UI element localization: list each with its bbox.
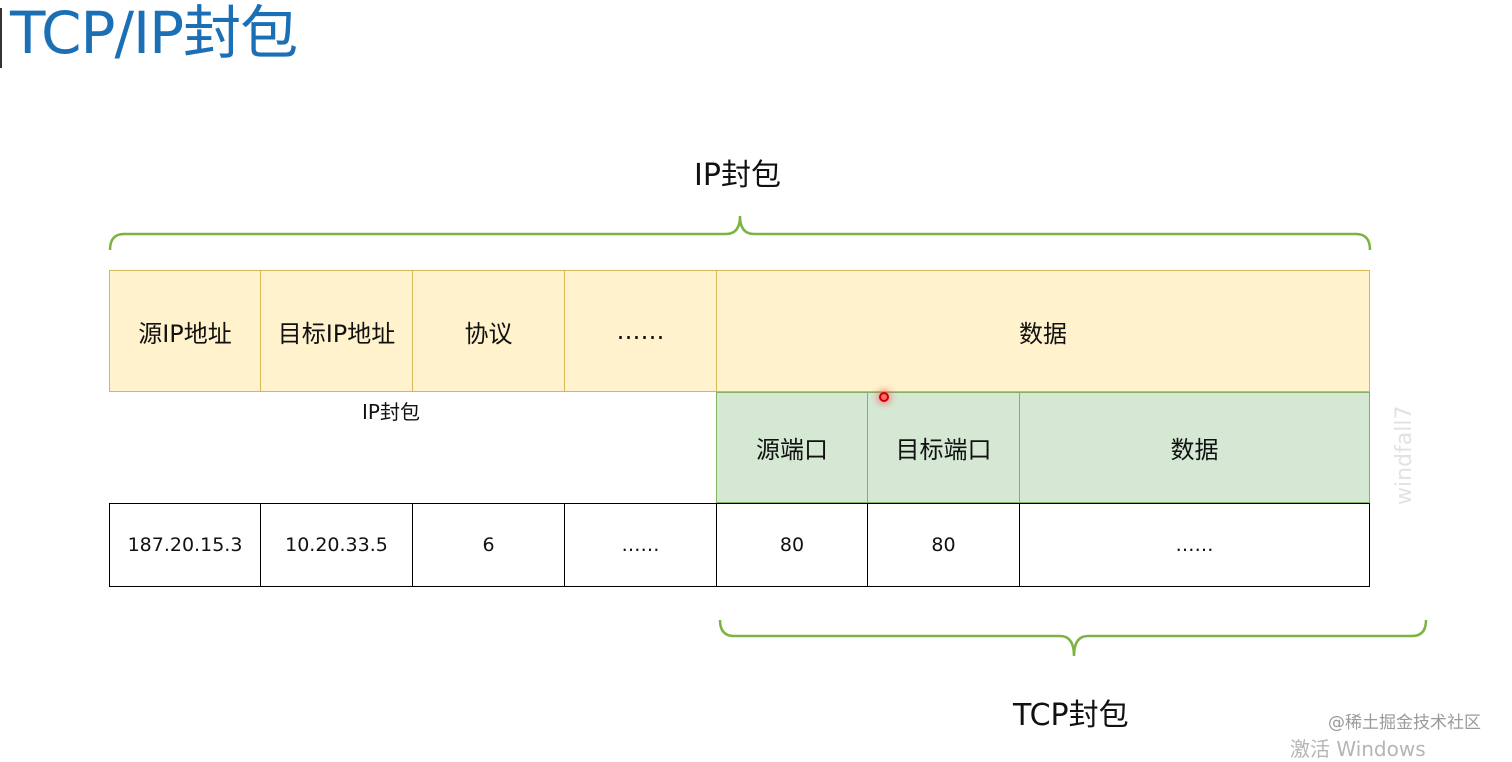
pointer-cursor-dot: [879, 392, 889, 402]
value-cell-source-ip: 187.20.15.3: [109, 503, 261, 587]
value-cell-ellipsis: ……: [564, 503, 717, 587]
value-cell-dest-ip: 10.20.33.5: [260, 503, 413, 587]
title-marker-bar: [0, 8, 2, 68]
watermark: windfall7: [1392, 405, 1417, 505]
value-cell-source-port: 80: [716, 503, 868, 587]
value-cell-data: ……: [1019, 503, 1370, 587]
tcp-cell-data: 数据: [1019, 392, 1370, 503]
value-cell-protocol: 6: [412, 503, 565, 587]
ip-cell-data: 数据: [716, 270, 1370, 392]
credit-text: @稀土掘金技术社区: [1328, 713, 1481, 733]
ip-packet-small-label: IP封包: [362, 400, 420, 424]
ip-cell-protocol: 协议: [412, 270, 565, 392]
tcp-cell-source-port: 源端口: [716, 392, 868, 503]
ip-cell-dest-ip: 目标IP地址: [260, 270, 413, 392]
ip-packet-brace: [108, 215, 1372, 251]
tcp-packet-brace: [718, 619, 1428, 657]
tcp-cell-dest-port: 目标端口: [867, 392, 1020, 503]
ip-packet-label: IP封包: [694, 158, 781, 193]
ip-cell-ellipsis: ……: [564, 270, 717, 392]
ip-cell-source-ip: 源IP地址: [109, 270, 261, 392]
tcp-packet-label: TCP封包: [1013, 698, 1129, 733]
activate-windows-text: 激活 Windows: [1290, 737, 1426, 761]
slide-title: TCP/IP封包: [10, 0, 298, 67]
value-cell-dest-port: 80: [867, 503, 1020, 587]
